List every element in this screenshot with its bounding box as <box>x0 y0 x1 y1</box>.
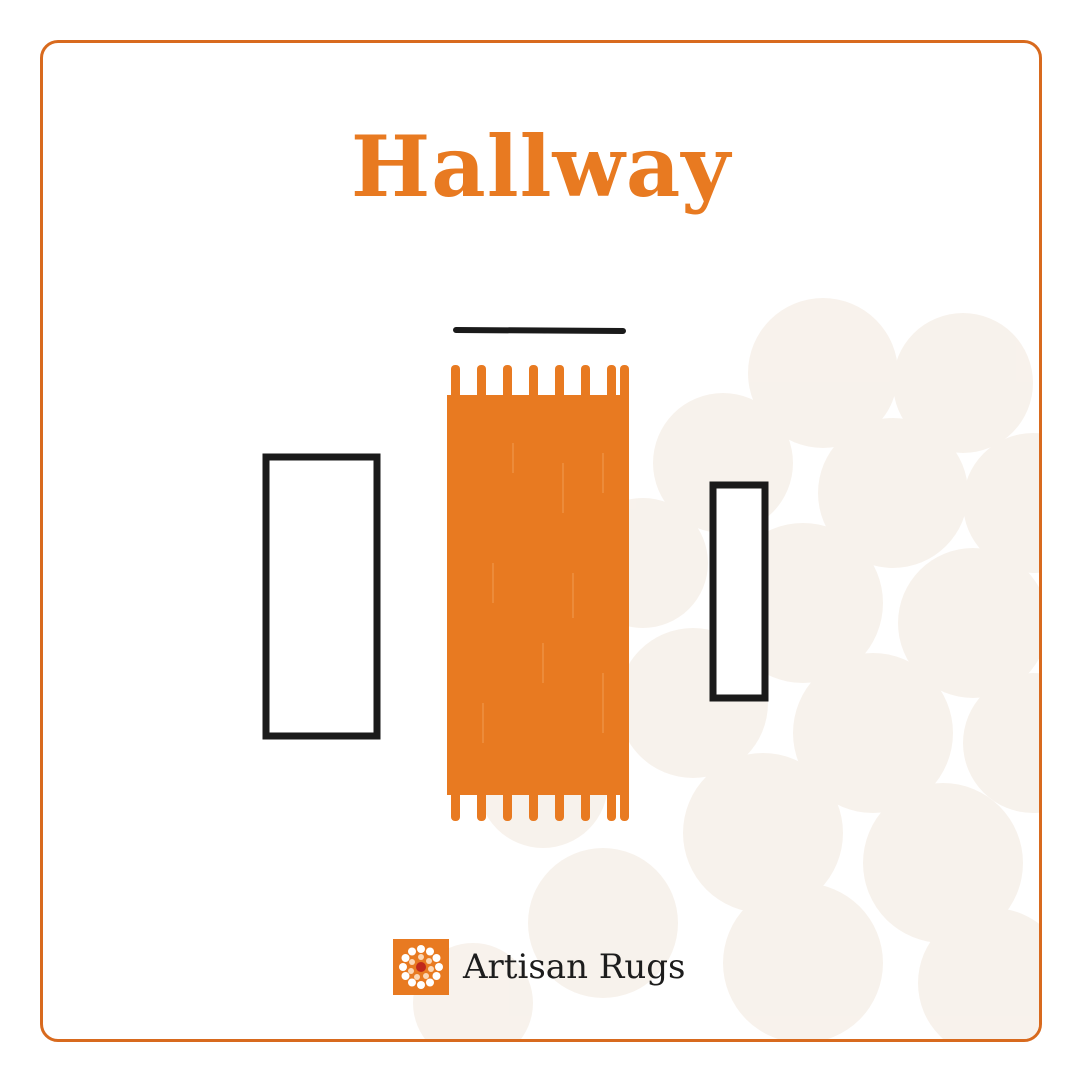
hallway-runner-rug <box>447 365 629 821</box>
door-line <box>453 327 626 334</box>
sunflower-mandala-icon <box>393 939 449 995</box>
brand-footer: Artisan Rugs <box>393 935 685 999</box>
hallway-card: Hallway <box>40 40 1042 1042</box>
hallway-diagram <box>262 327 769 821</box>
brand-name: Artisan Rugs <box>463 947 686 987</box>
left-furniture-outline <box>262 453 381 740</box>
page-title: Hallway <box>350 117 732 216</box>
right-furniture-outline <box>709 481 769 702</box>
